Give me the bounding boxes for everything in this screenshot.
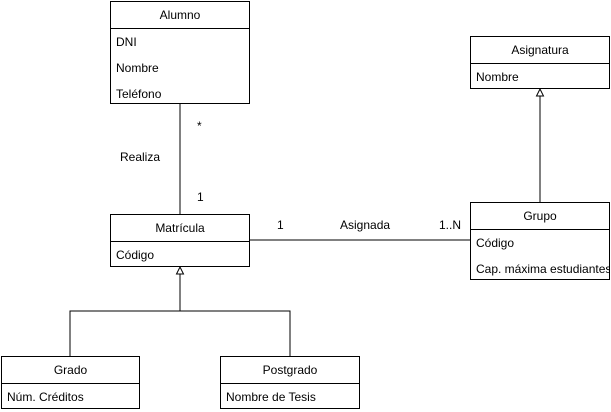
asignada-grupo-multiplicity: 1..N bbox=[439, 218, 462, 232]
class-alumno[interactable]: Alumno DNI Nombre Teléfono bbox=[110, 1, 250, 104]
attribute-cap-maxima-estudiantes: Cap. máxima estudiantes bbox=[476, 262, 609, 276]
attribute-codigo: Código bbox=[476, 236, 515, 250]
asignada-association-label: Asignada bbox=[340, 218, 391, 232]
asignada-matricula-multiplicity: 1 bbox=[277, 218, 284, 232]
class-alumno-title: Alumno bbox=[111, 2, 249, 29]
grado-generalization-line bbox=[69, 310, 180, 356]
class-asignatura-title: Asignatura bbox=[471, 37, 609, 64]
generalization-arrow-icon bbox=[175, 265, 185, 275]
class-postgrado-title: Postgrado bbox=[221, 357, 359, 384]
attribute-nombre-de-tesis: Nombre de Tesis bbox=[226, 390, 316, 404]
class-grupo[interactable]: Grupo Código Cap. máxima estudiantes bbox=[470, 202, 610, 280]
attribute-nombre: Nombre bbox=[476, 70, 519, 84]
class-grupo-title: Grupo bbox=[471, 203, 609, 230]
class-grado[interactable]: Grado Núm. Créditos bbox=[1, 356, 140, 409]
attribute-codigo: Código bbox=[116, 248, 155, 262]
class-grado-title: Grado bbox=[2, 357, 139, 384]
class-postgrado[interactable]: Postgrado Nombre de Tesis bbox=[220, 356, 360, 409]
class-matricula-title: Matrícula bbox=[111, 215, 249, 242]
attribute-num-creditos: Núm. Créditos bbox=[7, 390, 84, 404]
realiza-matricula-multiplicity: 1 bbox=[197, 190, 204, 204]
attribute-nombre: Nombre bbox=[116, 61, 159, 75]
realiza-alumno-multiplicity: * bbox=[197, 119, 202, 133]
realiza-association-label: Realiza bbox=[120, 150, 161, 164]
postgrado-generalization-line bbox=[180, 310, 291, 356]
class-asignatura[interactable]: Asignatura Nombre bbox=[470, 36, 610, 89]
class-matricula[interactable]: Matrícula Código bbox=[110, 214, 250, 267]
attribute-telefono: Teléfono bbox=[116, 87, 162, 101]
attribute-dni: DNI bbox=[116, 35, 137, 49]
generalization-arrow-icon bbox=[535, 87, 545, 97]
